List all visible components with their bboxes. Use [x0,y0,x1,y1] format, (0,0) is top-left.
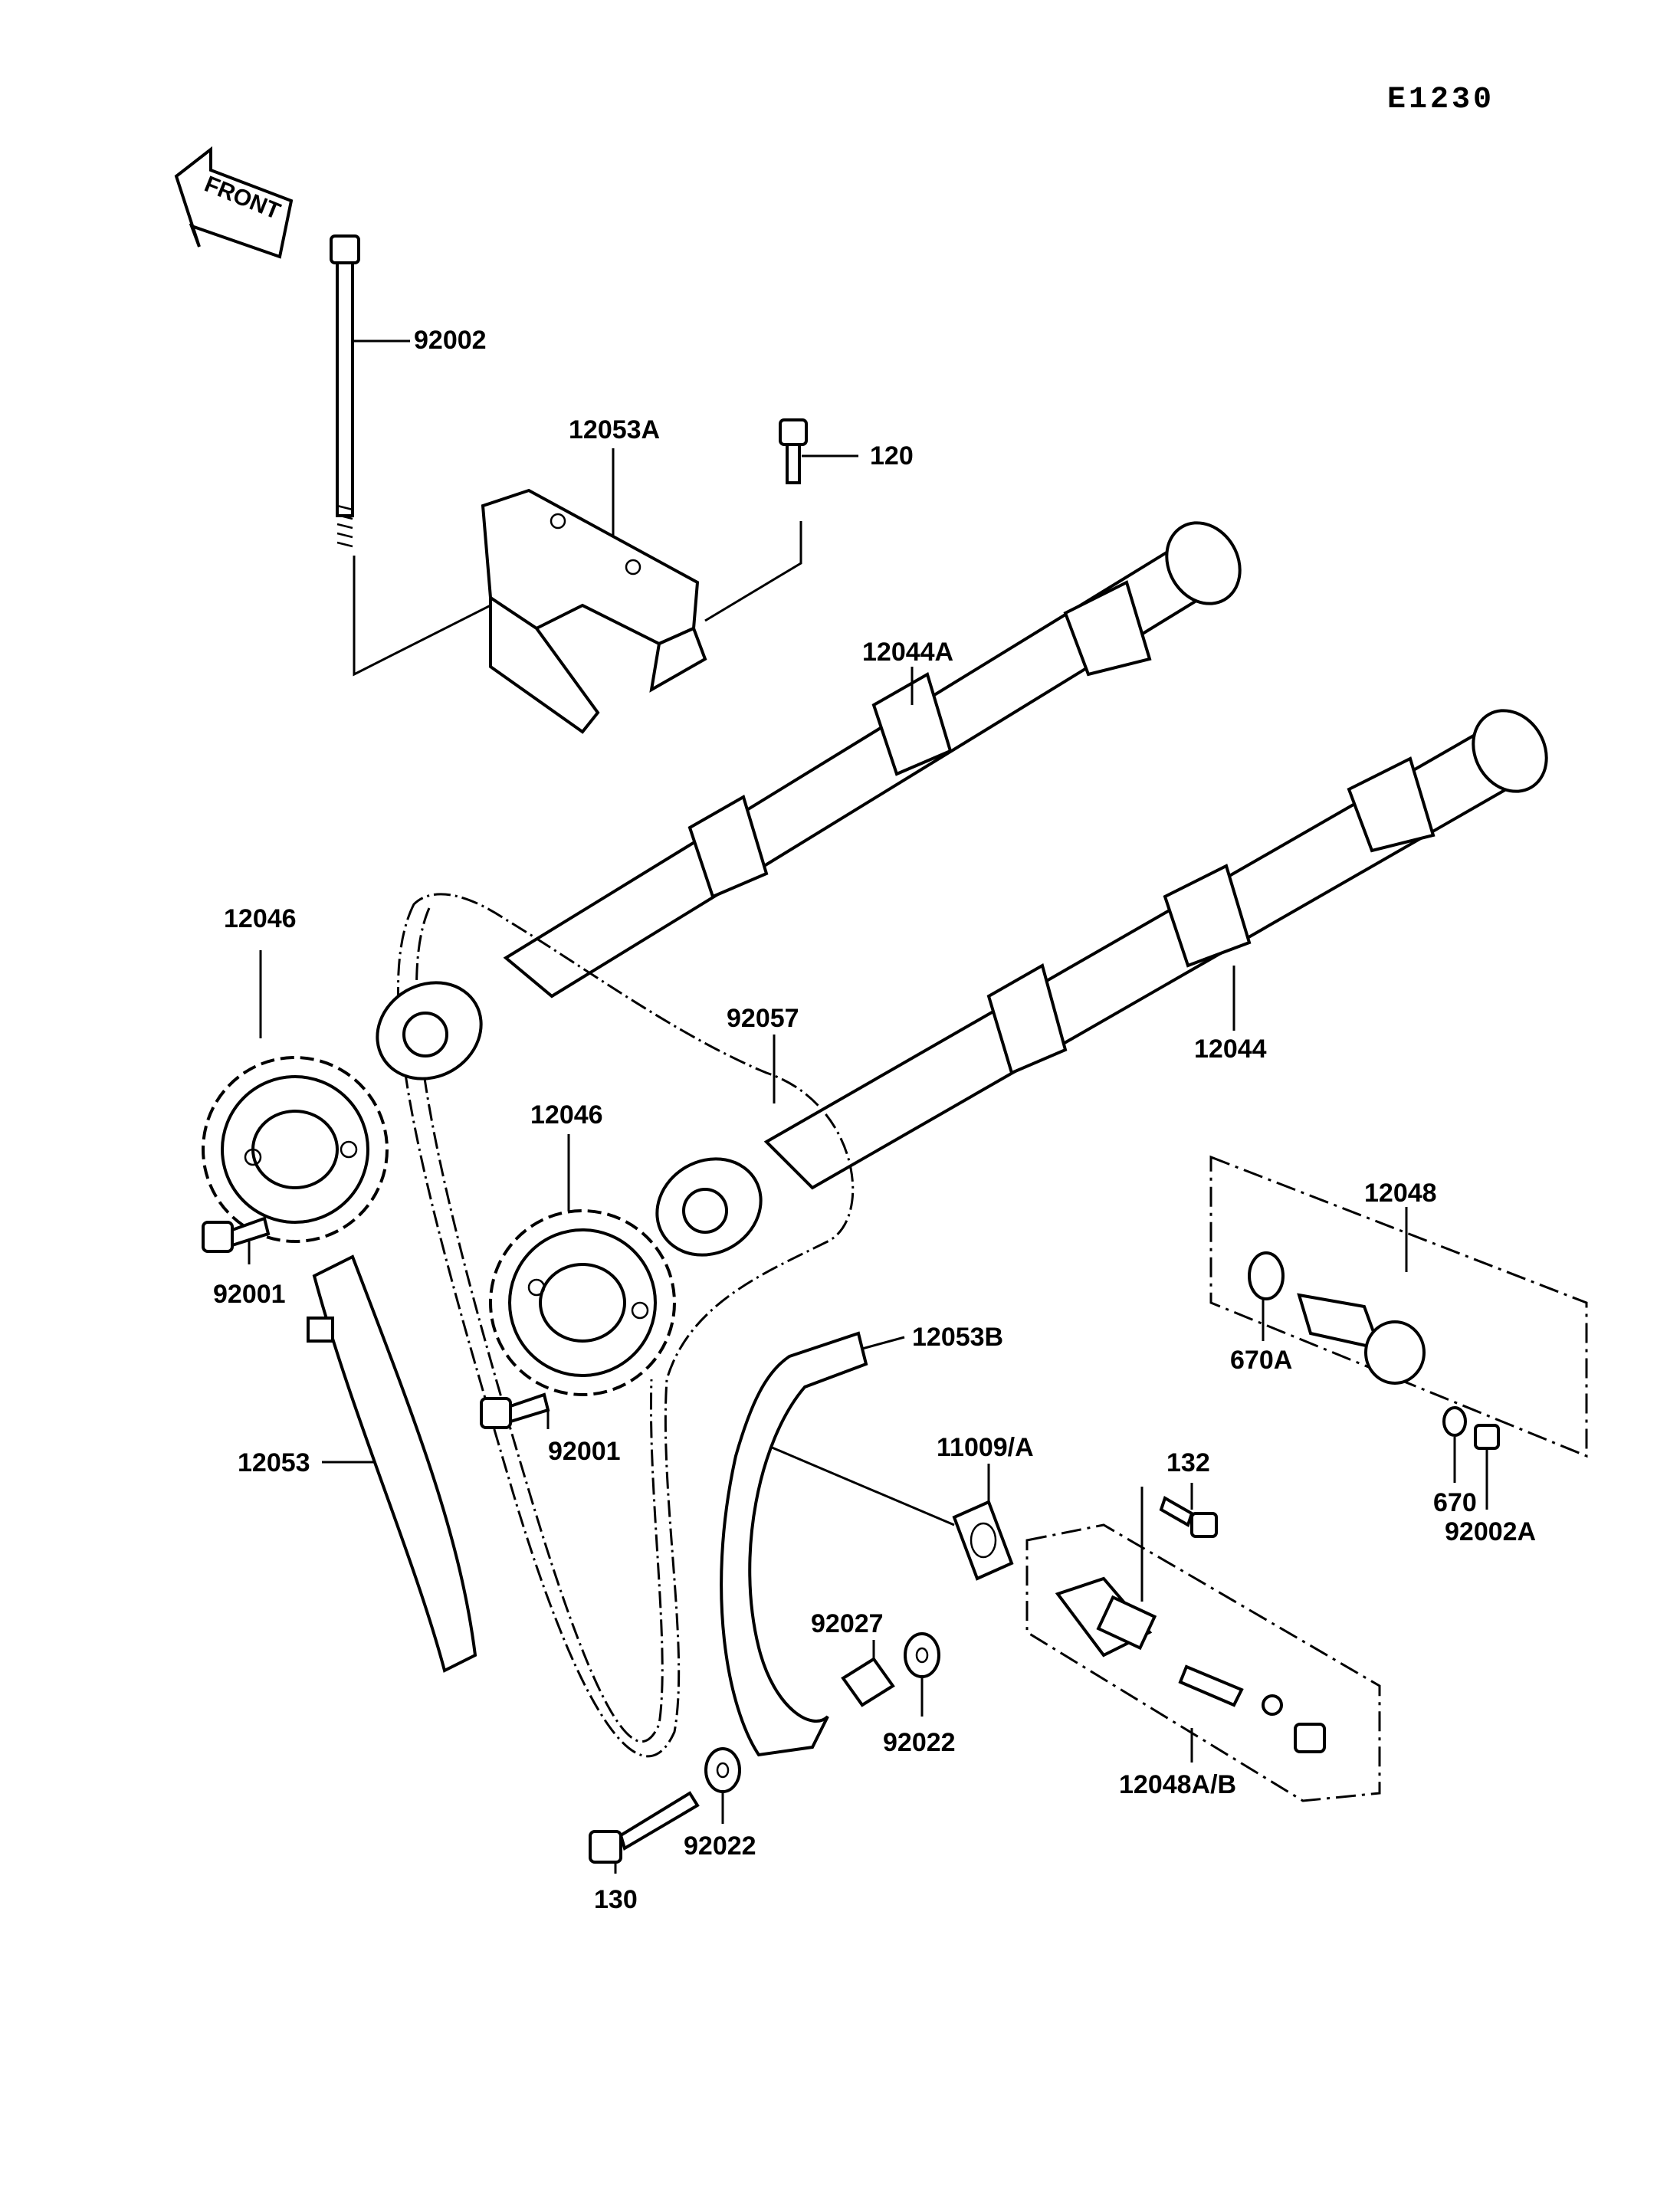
tensioner-12048-part [1248,1251,1500,1450]
callout-label: 12048 [1364,1179,1437,1208]
sprocket-bolt-upper-part [202,1216,271,1253]
gasket-part [952,1500,1014,1581]
camshaft-12044-part [763,709,1548,1190]
callout-label: 92001 [548,1437,621,1466]
callout-label: 12046 [530,1100,603,1130]
cam-chain-part [396,893,855,1758]
diagram-code: E1230 [1387,83,1495,117]
front-arrow-icon: FRONT [174,146,294,259]
callout-label: 12053A [569,415,660,444]
chain-guide-12053-part [307,1254,477,1673]
callout-label: 92022 [883,1728,956,1757]
tensioner-ab-group-outline [1025,1523,1381,1802]
callout-label: 92002A [1445,1517,1536,1546]
tensioner-ab-part [1055,1576,1326,1753]
callout-label: 132 [1166,1448,1210,1477]
camshaft-end-lower [655,1157,763,1257]
long-bolt-part [330,234,360,548]
callout-label: 12046 [224,904,297,933]
callout-label: 92002 [414,326,487,355]
callout-label: 11009/A [937,1433,1034,1462]
chain-guide-bracket-part [481,488,707,734]
callout-label: 92027 [811,1609,884,1638]
callout-label: 92022 [684,1831,756,1861]
sprocket-upper-part [202,1056,389,1243]
tensioner-arm-12053B-part [720,1331,868,1757]
bolt-120-part [779,418,808,484]
callout-label: 12044 [1194,1035,1267,1064]
callout-label: 92057 [727,1004,799,1033]
callout-label: 92001 [213,1280,286,1309]
camshaft-12044A-part [503,521,1242,998]
callout-label: 12048A/B [1119,1770,1236,1799]
callout-label: 120 [870,441,914,471]
sprocket-lower-part [489,1209,676,1396]
washer-92022-left-part [704,1747,741,1793]
sprocket-bolt-lower-part [480,1392,550,1429]
camshaft-end-upper [376,981,483,1080]
bolt-130-part [589,1791,700,1864]
tensioner-12048-group-outline [1209,1155,1588,1458]
spacer-92027-part [841,1657,895,1707]
callout-label: 670A [1230,1346,1292,1375]
callout-label: 130 [594,1885,638,1914]
callout-label: 12044A [862,638,953,667]
callout-label: 12053 [238,1448,310,1477]
callout-label: 670 [1433,1488,1477,1517]
washer-92022-right-part [904,1632,940,1678]
bolt-132-part [1159,1496,1218,1538]
callout-label: 12053B [912,1323,1003,1352]
